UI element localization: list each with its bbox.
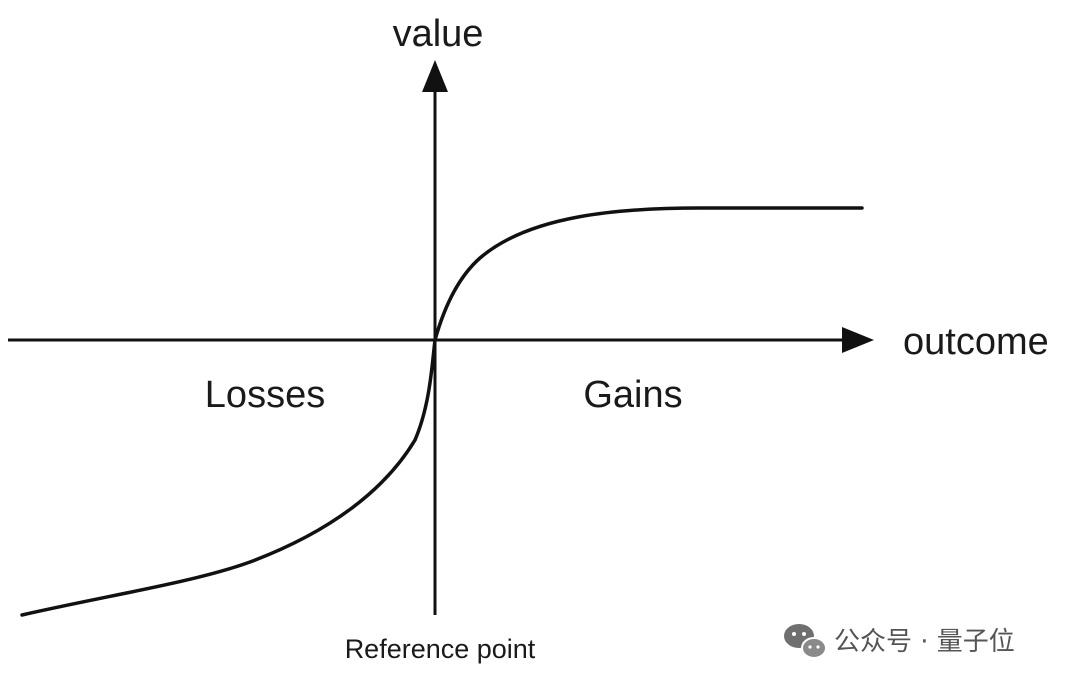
watermark-text: 公众号 · 量子位 bbox=[834, 627, 1015, 657]
x-axis-arrow bbox=[842, 327, 874, 353]
y-axis-label: value bbox=[393, 13, 484, 55]
value-curve bbox=[20, 206, 864, 617]
x-axis-label: outcome bbox=[903, 321, 1049, 363]
losses-label: Losses bbox=[205, 374, 325, 416]
y-axis-arrow bbox=[422, 60, 448, 92]
reference-point-label: Reference point bbox=[345, 634, 536, 664]
gains-label: Gains bbox=[583, 374, 682, 416]
wechat-icon bbox=[784, 624, 827, 659]
